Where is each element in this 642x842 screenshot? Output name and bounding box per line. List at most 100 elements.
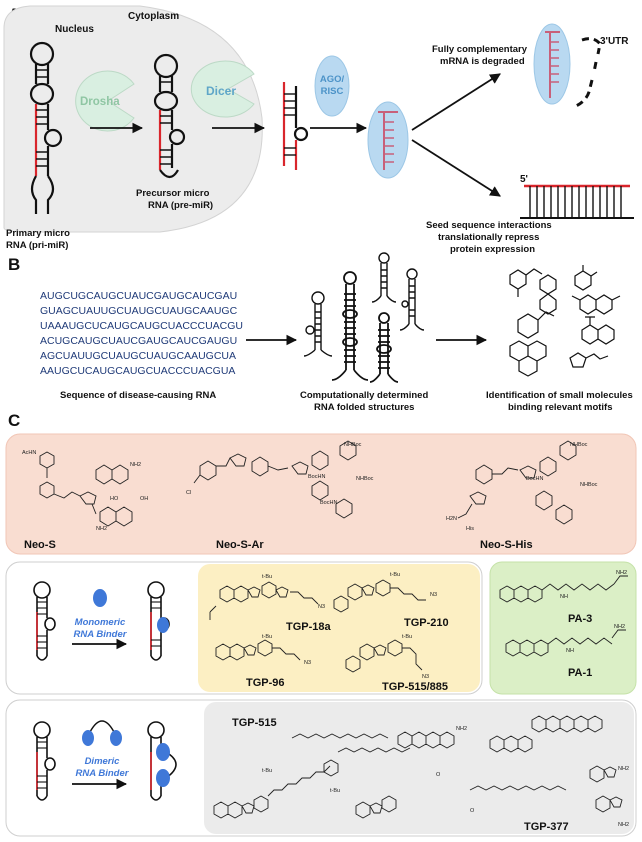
compound-name: TGP-515/885 — [382, 681, 448, 693]
atom-label: HO — [110, 496, 119, 502]
seed-label-3: protein expression — [450, 244, 535, 255]
cytoplasm-label: Cytoplasm — [128, 11, 179, 22]
compound-name: Neo-S-His — [480, 539, 533, 551]
atom-label: t-Bu — [262, 574, 272, 580]
degraded-label-2: mRNA is degraded — [440, 56, 525, 67]
ago-risc-complex — [314, 55, 350, 117]
drosha-label: Drosha — [80, 96, 120, 108]
atom-label: NHBoc — [570, 442, 588, 448]
dimeric-binder-label-2: RNA Binder — [76, 768, 130, 779]
sequence-line: AUGCUGCAUGCUAUCGAUGCAUCGAU — [40, 290, 237, 302]
atom-label: NH2 — [614, 624, 625, 630]
sequence-line: GUAGCUAUUGCUAUGCUAUGCAAUGC — [40, 305, 238, 317]
atom-label: AcHN — [22, 450, 36, 456]
small-molecule-hits — [509, 265, 621, 377]
utr-label: 3'UTR — [600, 36, 629, 47]
precursor-mirna-label-2: RNA (pre-miR) — [148, 200, 213, 211]
nucleus-label: Nucleus — [55, 24, 94, 35]
compound-name: Neo-S-Ar — [216, 539, 264, 551]
panel-letter-c: C — [8, 411, 20, 430]
ident-caption-1: Identification of small molecules — [486, 390, 633, 401]
fork-arrow-down — [411, 139, 501, 197]
neo-s-his-structure — [457, 440, 577, 525]
sequence-line: UAAAUGCUCAUGCAUGCUACCCUACGU — [40, 320, 243, 332]
ago-label-2: RISC — [321, 86, 344, 97]
compound-name: PA-1 — [568, 667, 592, 679]
atom-label: NH2 — [130, 462, 141, 468]
loaded-risc — [367, 101, 409, 179]
degraded-mrna — [575, 37, 602, 108]
atom-label: O — [436, 772, 441, 778]
target-rna-hairpin — [33, 581, 56, 661]
rna-sequence: AUGCUGCAUGCUAUCGAUGCAUCGAU GUAGCUAUUGCUA… — [40, 290, 243, 377]
atom-label: Cl — [186, 490, 191, 496]
atom-label: OH — [140, 496, 148, 502]
panel-e-background — [489, 561, 637, 695]
compound-name: TGP-515 — [232, 717, 277, 729]
atom-label: NH2 — [618, 766, 629, 772]
degraded-label-1: Fully complementary — [432, 44, 528, 55]
compound-name: TGP-18a — [286, 621, 332, 633]
compound-name: TGP-96 — [246, 677, 285, 689]
atom-label: BocHN — [320, 500, 337, 506]
folded-caption-2: RNA folded structures — [314, 402, 414, 413]
atom-label: BocHN — [308, 474, 325, 480]
compound-name: PA-3 — [568, 613, 592, 625]
atom-label: O — [470, 808, 475, 814]
bound-binder-icon — [157, 617, 169, 633]
dicer-label: Dicer — [206, 84, 236, 98]
compound-name: TGP-377 — [524, 821, 569, 833]
monomeric-binder-icon — [93, 589, 107, 607]
pa-compounds — [499, 575, 628, 657]
folded-caption-1: Computationally determined — [300, 390, 428, 401]
monomeric-binder-label-2: RNA Binder — [74, 629, 128, 640]
five-prime-label: 5' — [520, 174, 528, 185]
compound-name: Neo-S — [24, 539, 56, 551]
atom-label: t-Bu — [330, 788, 340, 794]
seed-label-2: translationally repress — [438, 232, 539, 243]
atom-label: NHBoc — [580, 482, 598, 488]
bound-dimer-binder-top — [156, 743, 170, 761]
pri-mirna-hairpin — [29, 41, 63, 214]
sequence-line: AGCUAUUGCUAUGCUAUGCAAUGCUA — [40, 350, 236, 362]
mirna-duplex — [282, 82, 309, 170]
atom-label: t-Bu — [390, 572, 400, 578]
panel-d-compound-background — [198, 564, 480, 692]
atom-label: NH2 — [616, 570, 627, 576]
fork-arrow-up — [411, 73, 501, 131]
seed-interaction — [520, 184, 634, 219]
degradation-risc — [533, 23, 571, 105]
folded-rna-structures — [303, 252, 425, 383]
neo-s-ar-structure — [193, 440, 357, 519]
atom-label: BocHN — [526, 476, 543, 482]
precursor-mirna-label-1: Precursor micro — [136, 188, 210, 199]
neo-s-structure — [39, 451, 133, 527]
ident-caption-2: binding relevant motifs — [508, 402, 613, 413]
bound-dimer-binder-bottom — [156, 769, 170, 787]
primary-mirna-label-2: RNA (pri-miR) — [6, 240, 68, 251]
bound-rna-hairpin — [147, 581, 170, 661]
tgp-compounds — [209, 579, 426, 673]
atom-label: N3 — [422, 674, 429, 680]
dicer-enzyme — [190, 60, 255, 118]
sequence-line: AAUGCUCAUGCAUGCUACCCUACGUA — [40, 365, 235, 377]
tgp-dimer-compounds — [213, 715, 623, 819]
primary-mirna-label-1: Primary micro — [6, 228, 70, 239]
sequence-line: ACUGCAUGCUAUCGAUGCAUCGAUGU — [40, 335, 237, 347]
atom-label: NHBoc — [344, 442, 362, 448]
atom-label: H2N — [446, 516, 457, 522]
pre-mirna-hairpin — [153, 53, 186, 179]
atom-label: N3 — [304, 660, 311, 666]
atom-label: NH2 — [618, 822, 629, 828]
atom-label: t-Bu — [402, 634, 412, 640]
target-rna-hairpin-f — [33, 721, 56, 801]
atom-label: NH2 — [96, 526, 107, 532]
atom-label: t-Bu — [262, 634, 272, 640]
atom-label: NH2 — [456, 726, 467, 732]
monomeric-binder-label-1: Monomeric — [75, 617, 126, 628]
sequence-caption: Sequence of disease-causing RNA — [60, 390, 216, 401]
atom-label: NH — [560, 594, 568, 600]
atom-label: N3 — [318, 604, 325, 610]
atom-label: NH — [566, 648, 574, 654]
